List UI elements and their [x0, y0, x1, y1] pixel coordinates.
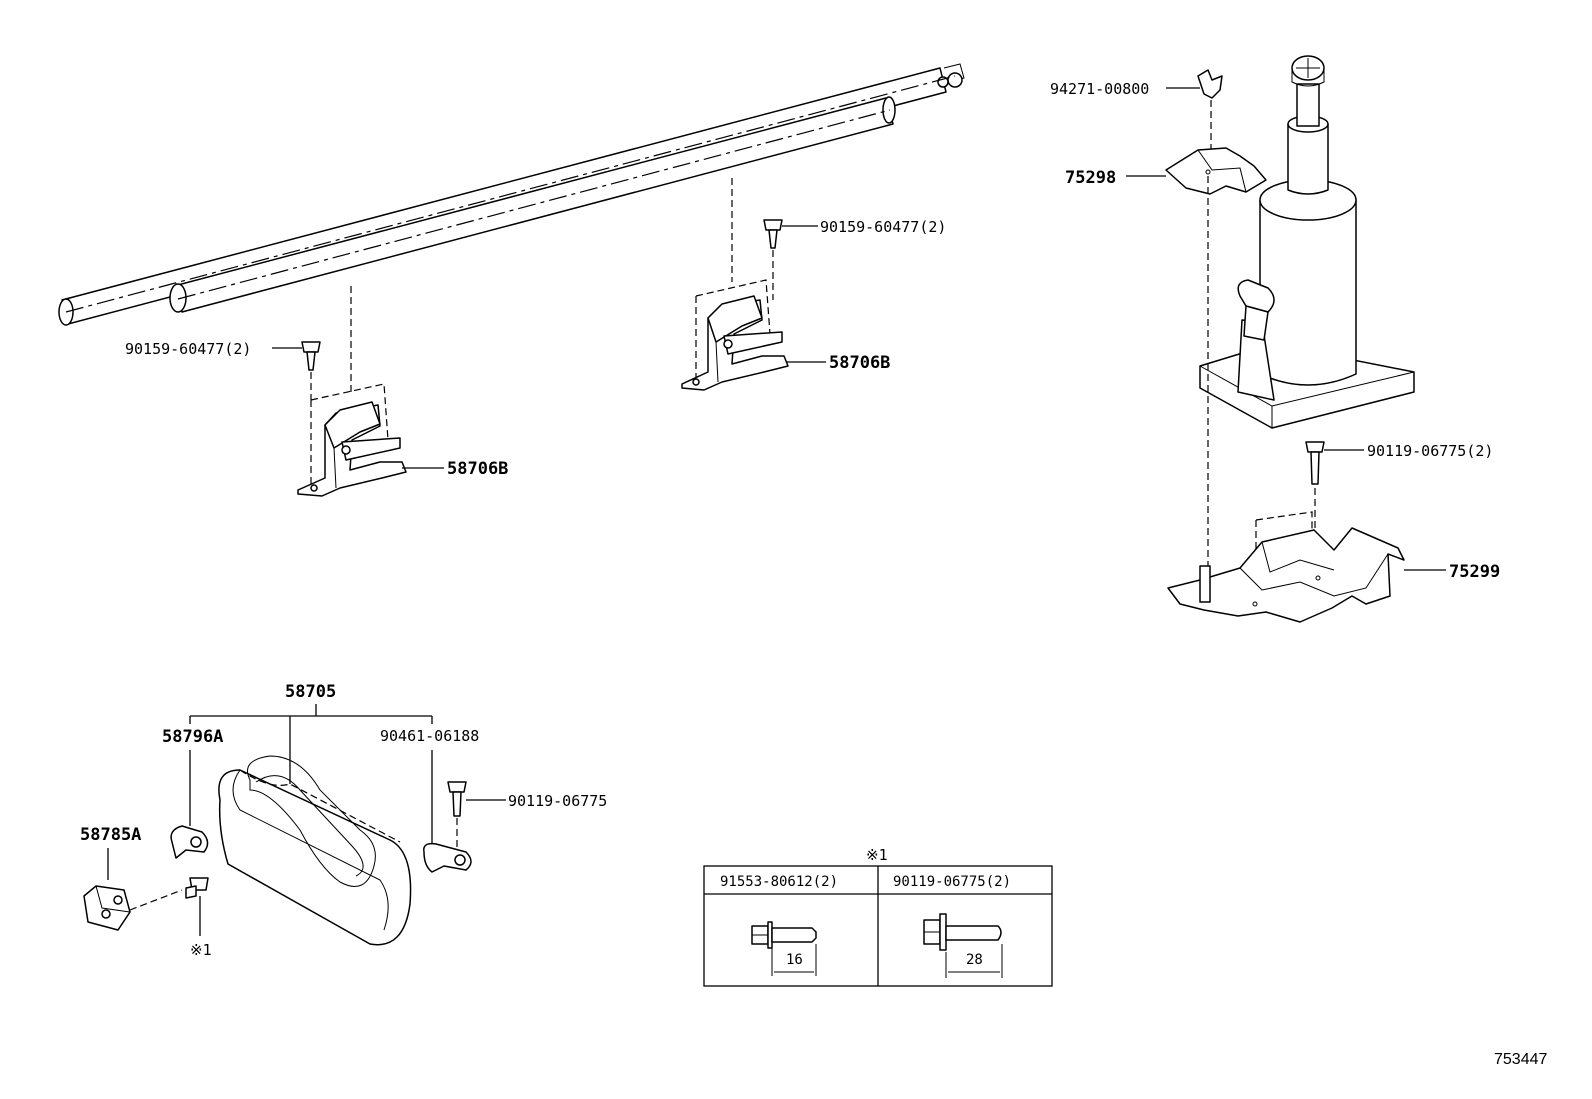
label-58785a: 58785A: [80, 825, 141, 845]
label-75299: 75299: [1449, 562, 1500, 582]
legend-length-1: 16: [786, 952, 803, 968]
bracket-58785a: [83, 885, 183, 931]
bracket-75298: [1165, 147, 1267, 568]
label-90159-left: 90159-60477(2): [125, 340, 251, 358]
drawing-number: 753447: [1494, 1051, 1547, 1068]
legend-part-1: 91553-80612(2): [720, 874, 838, 890]
bracket-75299: [1167, 511, 1405, 623]
legend-length-2: 28: [966, 952, 983, 968]
clip-90461: [423, 842, 472, 873]
label-90461: 90461-06188: [380, 727, 479, 745]
label-90119-bag: 90119-06775: [508, 792, 607, 810]
label-58796a: 58796A: [162, 727, 223, 747]
tool-bag: [218, 755, 412, 946]
legend-part-2: 90119-06775(2): [893, 874, 1011, 890]
screw-left: [301, 341, 321, 400]
bolt-note1: [185, 877, 209, 936]
legend-table: ※1 91553-80612(2) 90119-06775(2) 16 28: [703, 846, 1053, 987]
note-marker-bolt: ※1: [190, 941, 212, 959]
jack-body: [1199, 55, 1415, 429]
label-90159-right: 90159-60477(2): [820, 218, 946, 236]
bolt-bag: [447, 781, 467, 848]
label-58706b-right: 58706B: [829, 353, 890, 373]
label-58706b-left: 58706B: [447, 459, 508, 479]
legend-marker: ※1: [866, 846, 888, 864]
label-58705: 58705: [285, 682, 336, 702]
label-75298: 75298: [1065, 168, 1116, 188]
jack-handle-rods: [58, 63, 965, 326]
rod-holder-right: [681, 178, 789, 391]
hook-58796a: [170, 825, 209, 859]
label-90119-jack: 90119-06775(2): [1367, 442, 1493, 460]
rod-holder-left: [297, 286, 407, 497]
label-94271: 94271-00800: [1050, 80, 1149, 98]
screw-right: [763, 219, 783, 300]
